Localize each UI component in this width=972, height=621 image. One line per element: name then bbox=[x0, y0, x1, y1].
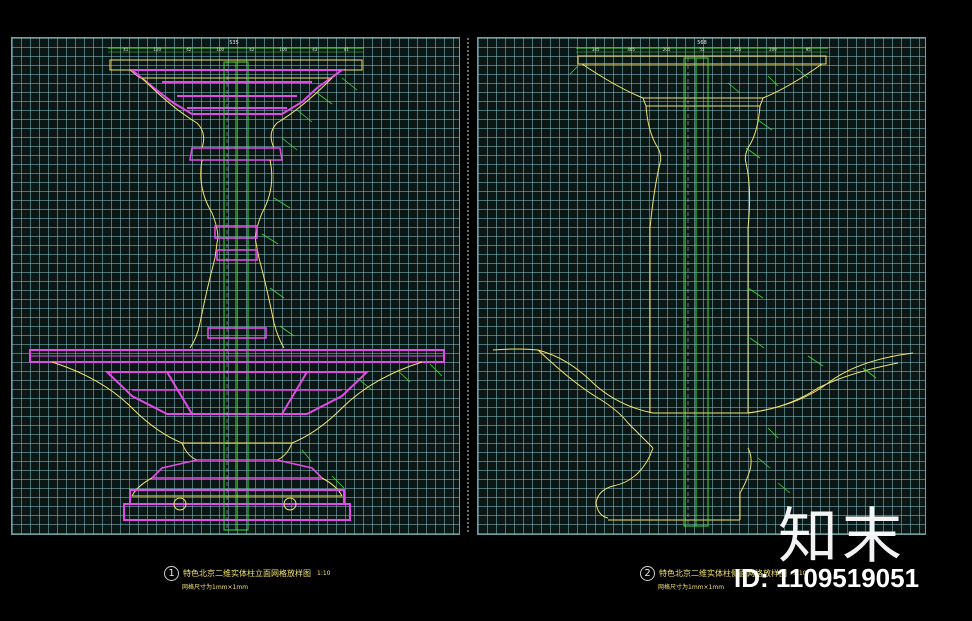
shaft-right-profile bbox=[744, 105, 761, 338]
base-collar bbox=[150, 459, 324, 479]
front-dim-label: 42 bbox=[186, 47, 192, 52]
capital-sweep bbox=[581, 63, 823, 99]
front-dim-label: 41 bbox=[123, 47, 129, 52]
front-elevation-caption-sub: 网格尺寸为1mm×1mm bbox=[182, 584, 249, 591]
watermark-id: ID: 1109519051 bbox=[734, 563, 920, 593]
cantilever-upper bbox=[492, 348, 914, 414]
upper-right-sweep bbox=[270, 77, 333, 149]
shaft-right-profile bbox=[255, 159, 285, 349]
shaft-band-2 bbox=[216, 249, 258, 261]
side-dim-label: 345 bbox=[592, 47, 600, 52]
base-neck bbox=[181, 442, 293, 461]
side-dim-label: 95 bbox=[806, 47, 812, 52]
caption-number: 2 bbox=[640, 566, 655, 581]
base-plinth-lower bbox=[123, 503, 351, 521]
front-dim-label: 100 bbox=[216, 47, 224, 52]
caption-scale: 1:10 bbox=[317, 570, 331, 577]
caption-title: 特色北京二维实体柱侧面网格放样图 bbox=[659, 569, 787, 578]
cantilever-right-sweep bbox=[747, 362, 899, 414]
cantilever-left-sweep bbox=[537, 349, 654, 449]
panel-divider bbox=[467, 38, 469, 534]
front-dim-label: 41 bbox=[344, 47, 350, 52]
front-dim-label: 43 bbox=[312, 47, 318, 52]
capital-slab bbox=[577, 55, 827, 65]
shaft-band-3 bbox=[207, 327, 267, 339]
base-rosette-right bbox=[283, 497, 297, 511]
truss-diagonal-2 bbox=[281, 371, 308, 415]
side-elevation-caption: 2 特色北京二维实体柱侧面网格放样图 1:10 bbox=[640, 566, 806, 581]
side-elevation-caption-sub: 网格尺寸为1mm×1mm bbox=[658, 584, 725, 591]
side-elevation-drawing: 568 bbox=[492, 40, 914, 527]
caption-number: 1 bbox=[164, 566, 179, 581]
side-dim-label: 209 bbox=[769, 47, 777, 52]
base-left-profile bbox=[595, 447, 654, 519]
side-dim-label: 55 bbox=[699, 47, 705, 52]
front-dim-label: 100 bbox=[279, 47, 287, 52]
upper-left-sweep bbox=[141, 77, 205, 149]
caption-scale: 1:10 bbox=[793, 570, 807, 577]
top-dimension-label: 568 bbox=[697, 40, 707, 46]
base-rosette-left bbox=[173, 497, 187, 511]
front-dim-label: 42 bbox=[249, 47, 255, 52]
lower-platform bbox=[29, 349, 445, 363]
front-elevation-panel: 535 bbox=[11, 37, 460, 535]
side-dim-label: 355 bbox=[734, 47, 742, 52]
base-plinth-upper bbox=[129, 489, 345, 505]
side-dim-label: 205 bbox=[663, 47, 671, 52]
truss-diagonal-1 bbox=[166, 371, 193, 415]
callout-leaders bbox=[569, 65, 877, 494]
front-elevation-drawing: 535 bbox=[29, 40, 445, 531]
side-dim-label: 465 bbox=[627, 47, 635, 52]
lower-bracket-truss bbox=[104, 371, 370, 415]
caption-title: 特色北京二维实体柱立面网格放样图 bbox=[183, 569, 311, 578]
lower-bracket-outline bbox=[51, 361, 423, 444]
callout-leaders bbox=[261, 77, 443, 489]
side-elevation-panel: 568 bbox=[477, 37, 926, 535]
base-right-profile bbox=[739, 447, 752, 520]
upper-bracket bbox=[129, 69, 346, 115]
front-elevation-caption: 1 特色北京二维实体柱立面网格放样图 1:10 bbox=[164, 566, 330, 581]
top-dimension-label: 535 bbox=[229, 40, 239, 46]
front-dim-label: 120 bbox=[153, 47, 161, 52]
watermark-logo: 知末 bbox=[778, 502, 906, 572]
shaft-left-profile bbox=[645, 105, 662, 338]
neck-ring bbox=[189, 147, 283, 161]
shaft-left-profile bbox=[189, 159, 219, 349]
base-torus bbox=[131, 477, 343, 497]
capital-abacus bbox=[642, 97, 764, 107]
